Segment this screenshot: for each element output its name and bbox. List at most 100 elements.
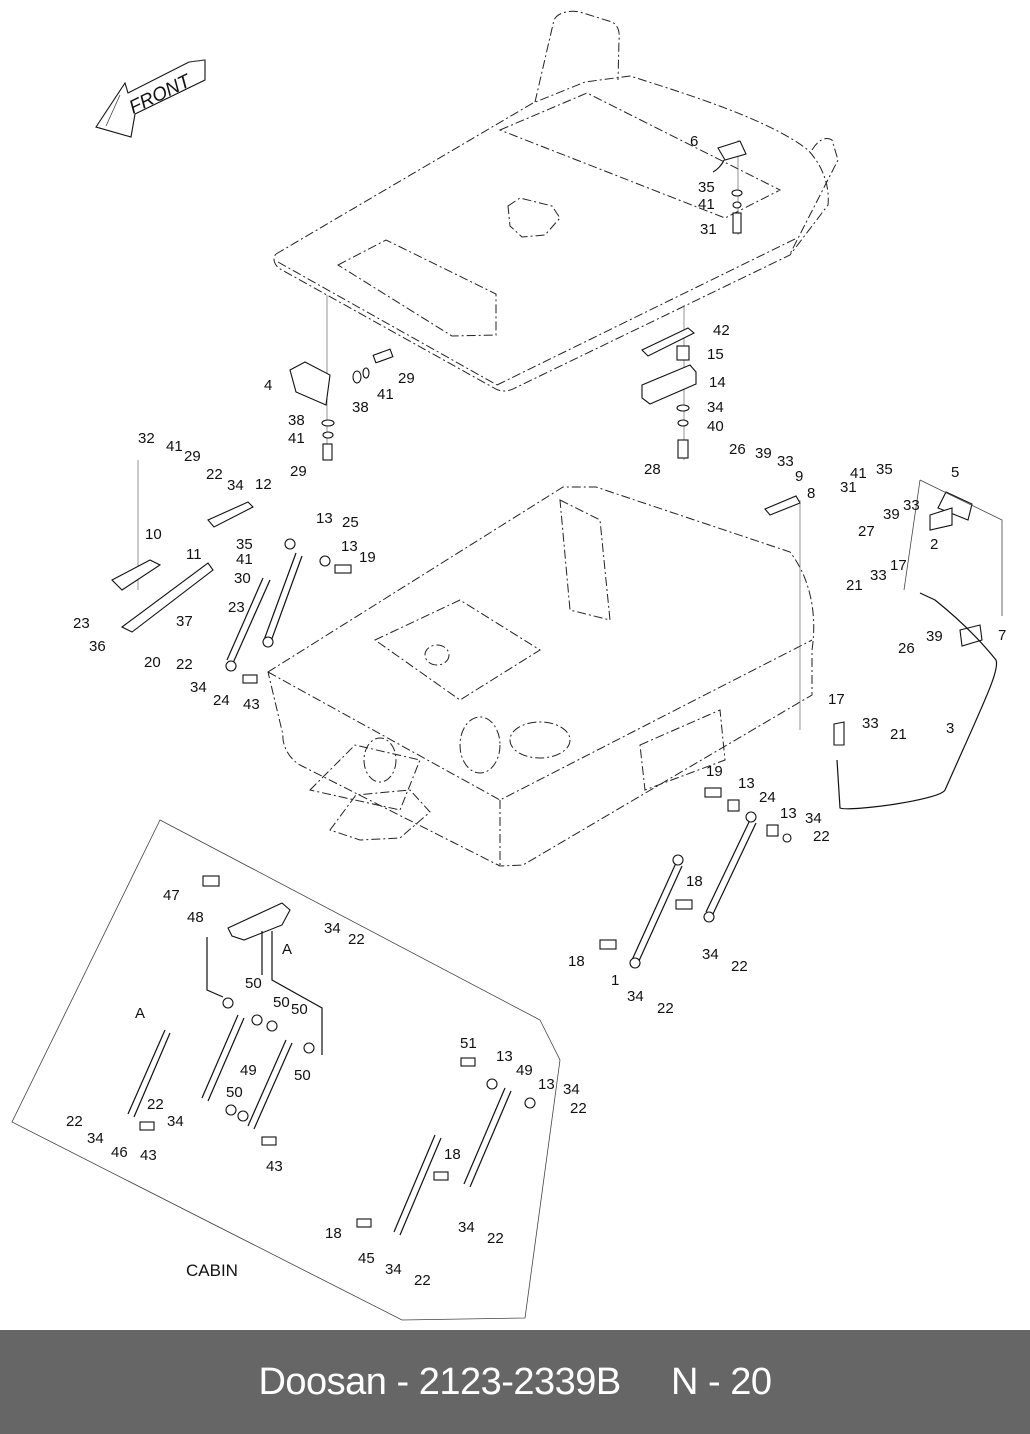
callout-label: 1 xyxy=(611,972,619,989)
callout-label: 18 xyxy=(568,953,585,970)
callout-label: 22 xyxy=(176,656,193,673)
callout-label: 22 xyxy=(487,1230,504,1247)
callout-label: 31 xyxy=(840,479,857,496)
callout-label: 18 xyxy=(444,1146,461,1163)
latch-6-assembly xyxy=(712,140,747,235)
callout-label: 34 xyxy=(702,946,719,963)
callout-label: 35 xyxy=(876,461,893,478)
callout-label: 3 xyxy=(946,720,954,737)
callout-label: 20 xyxy=(144,654,161,671)
callout-label: 34 xyxy=(167,1113,184,1130)
callout-label: 13 xyxy=(341,538,358,555)
callout-label: 49 xyxy=(240,1062,257,1079)
callout-label: 22 xyxy=(66,1113,83,1130)
callout-label: 39 xyxy=(926,628,943,645)
footer-caption: Doosan - 2123-2339B N - 20 xyxy=(258,1360,772,1403)
hinge-assembly xyxy=(289,295,394,461)
callout-label: 47 xyxy=(163,887,180,904)
callout-label: 34 xyxy=(458,1219,475,1236)
callout-label: 41 xyxy=(377,386,394,403)
callout-label: 22 xyxy=(206,466,223,483)
callout-label: 50 xyxy=(273,994,290,1011)
callout-label: 13 xyxy=(538,1076,555,1093)
callout-label: 35 xyxy=(236,536,253,553)
callout-label: 50 xyxy=(245,975,262,992)
callout-label: 13 xyxy=(780,805,797,822)
callout-label: 26 xyxy=(729,441,746,458)
callout-label: 14 xyxy=(709,374,726,391)
callout-label: 50 xyxy=(294,1067,311,1084)
upper-frame xyxy=(267,486,815,867)
callout-label: 49 xyxy=(516,1062,533,1079)
callout-label: 19 xyxy=(706,763,723,780)
callout-label: 41 xyxy=(288,430,305,447)
callout-label: 43 xyxy=(243,696,260,713)
callout-label: 22 xyxy=(731,958,748,975)
callout-label: 34 xyxy=(805,810,822,827)
callout-label: 8 xyxy=(807,485,815,502)
callout-label: 41 xyxy=(698,196,715,213)
callout-label: 43 xyxy=(140,1147,157,1164)
callout-label: 27 xyxy=(858,523,875,540)
parts-diagram: FRONT xyxy=(11,10,1007,1321)
cabin-section-label: CABIN xyxy=(186,1261,238,1280)
callout-label: 45 xyxy=(358,1250,375,1267)
callout-label: 37 xyxy=(176,613,193,630)
cabin-inset xyxy=(11,819,561,1321)
callout-label: 2 xyxy=(930,536,938,553)
callout-label: 23 xyxy=(73,615,90,632)
callout-label: 41 xyxy=(166,438,183,455)
callout-label: 32 xyxy=(138,430,155,447)
callout-label: 22 xyxy=(147,1096,164,1113)
callout-label: 33 xyxy=(862,715,879,732)
callout-label: 22 xyxy=(813,828,830,845)
callout-label: 43 xyxy=(266,1158,283,1175)
callout-label: A xyxy=(135,1005,145,1022)
callout-label: 33 xyxy=(777,453,794,470)
callout-label: 41 xyxy=(236,551,253,568)
callout-label: 34 xyxy=(190,679,207,696)
mount-stack xyxy=(641,305,697,460)
callout-label: 33 xyxy=(903,497,920,514)
callout-label: 38 xyxy=(352,399,369,416)
callout-label: 4 xyxy=(264,377,272,394)
callout-label: 34 xyxy=(385,1261,402,1278)
front-arrow-icon: FRONT xyxy=(95,59,206,138)
callout-label: 19 xyxy=(359,549,376,566)
callout-label: 15 xyxy=(707,346,724,363)
callout-label: 51 xyxy=(460,1035,477,1052)
callout-label: 34 xyxy=(627,988,644,1005)
callout-label: 11 xyxy=(186,546,202,563)
callout-label: 40 xyxy=(707,418,724,435)
callout-label: 50 xyxy=(291,1001,308,1018)
callout-label: 13 xyxy=(738,775,755,792)
callout-label: 24 xyxy=(213,692,230,709)
callout-label: 38 xyxy=(288,412,305,429)
callout-label: 10 xyxy=(145,526,162,543)
callout-label: 31 xyxy=(700,221,717,238)
cabin-floor-plate xyxy=(273,10,839,392)
callout-label: 17 xyxy=(828,691,845,708)
callout-label: 9 xyxy=(795,468,803,485)
callout-label: 24 xyxy=(759,789,776,806)
callout-label: 18 xyxy=(686,873,703,890)
callout-label: 50 xyxy=(226,1084,243,1101)
callout-label: 22 xyxy=(570,1100,587,1117)
callout-label: 35 xyxy=(698,179,715,196)
callout-label: 36 xyxy=(89,638,106,655)
callout-label: 22 xyxy=(348,931,365,948)
callout-label: 25 xyxy=(342,514,359,531)
footer-bar: Doosan - 2123-2339B N - 20 xyxy=(0,1330,1030,1434)
left-support-set xyxy=(111,460,352,684)
callout-label: 34 xyxy=(227,477,244,494)
callout-label: 12 xyxy=(255,476,272,493)
cable-latch-set xyxy=(764,479,1003,810)
callout-label: 41 xyxy=(850,465,867,482)
callout-label: 34 xyxy=(87,1130,104,1147)
callout-label: 29 xyxy=(398,370,415,387)
callout-label: 18 xyxy=(325,1225,342,1242)
callout-label: 7 xyxy=(998,627,1006,644)
callout-label: 13 xyxy=(496,1048,513,1065)
callout-label: 21 xyxy=(846,577,863,594)
